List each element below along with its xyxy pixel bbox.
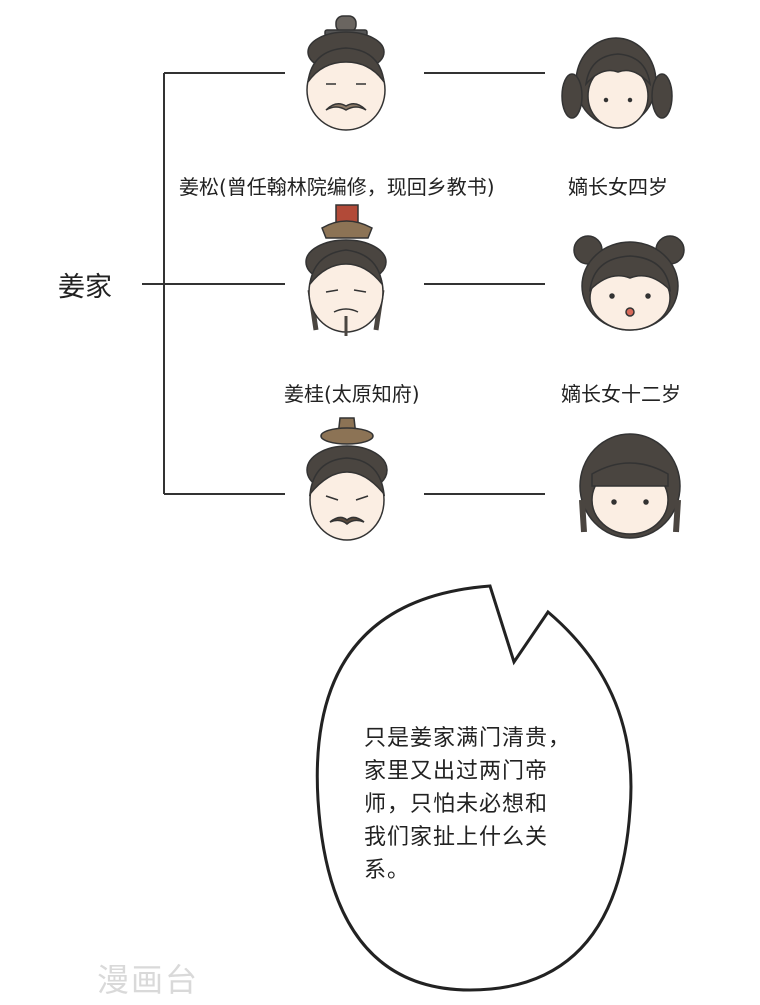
daughter-1-label: 嫡长女四岁	[568, 175, 668, 199]
speech-bubble-shape	[315, 584, 633, 992]
tree-connectors	[142, 72, 545, 495]
father-portrait-2	[305, 204, 387, 336]
father-1-label: 姜松(曾任翰林院编修，现回乡教书)	[179, 175, 495, 199]
speech-line-3: 师，只怕未必想和	[364, 792, 549, 817]
speech-line-1: 只是姜家满门清贵，	[364, 726, 572, 751]
speech-line-4: 我们家扯上什么关	[364, 825, 549, 850]
daughter-2-label: 嫡长女十二岁	[561, 382, 681, 406]
daughter-portrait-3	[579, 433, 681, 539]
daughter-portrait-2	[573, 235, 685, 331]
speech-bubble-text: 只是姜家满门清贵， 家里又出过两门帝 师，只怕未必想和 我们家扯上什么关 系。	[364, 722, 604, 887]
speech-line-2: 家里又出过两门帝	[364, 759, 549, 784]
speech-line-5: 系。	[364, 858, 411, 883]
daughter-portrait-1	[561, 37, 673, 129]
watermark-logo: 漫画台	[97, 961, 200, 999]
father-2-label: 姜桂(太原知府)	[284, 382, 420, 406]
family-name-label: 姜家	[58, 272, 112, 303]
father-portrait-3	[306, 417, 388, 541]
father-portrait-1	[306, 15, 386, 131]
